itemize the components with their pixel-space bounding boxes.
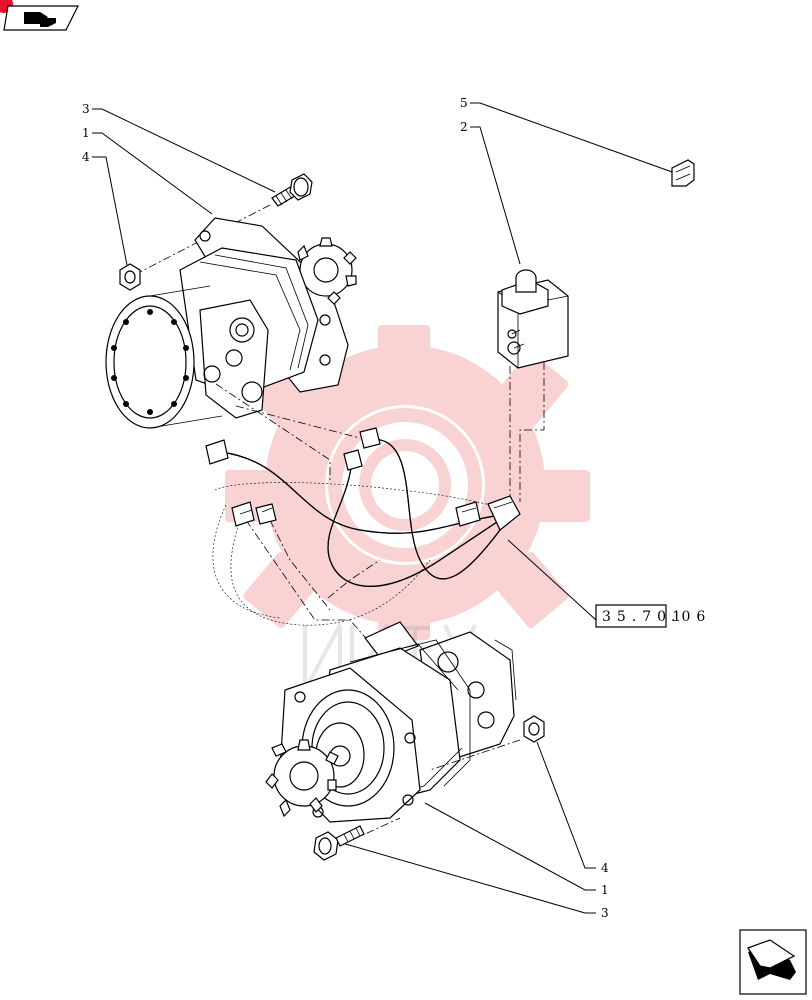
- header-manual-icon-button[interactable]: [0, 0, 79, 31]
- reference-link[interactable]: 35.701 .06: [595, 604, 711, 628]
- next-page-button[interactable]: [739, 929, 807, 995]
- callout-1-bottom: 1: [601, 883, 609, 897]
- motor-top: [105, 217, 357, 429]
- sprocket-bottom: [265, 739, 339, 818]
- callout-4-top: 4: [82, 150, 90, 164]
- reference-suffix-text: .06: [671, 609, 711, 625]
- sprocket-top: [291, 237, 357, 305]
- callout-1-top: 1: [82, 126, 90, 140]
- callout-2-valve: 2: [460, 120, 468, 134]
- nut-top: [119, 263, 141, 291]
- watermark: [225, 325, 590, 640]
- callout-5-valve-bracket: 5: [460, 96, 468, 110]
- reference-box: [595, 604, 667, 628]
- valve-bracket: [671, 159, 695, 187]
- next-page-arrow-icon: [747, 939, 796, 980]
- bolt-axis-bottom: [351, 817, 401, 841]
- nut-bottom: [523, 715, 545, 743]
- motor-bottom: [265, 621, 517, 823]
- hose-assembly: [205, 427, 521, 626]
- callout-3-bottom: 3: [601, 906, 609, 920]
- callout-4-bottom: 4: [601, 861, 609, 875]
- solenoid-valve: [497, 269, 569, 369]
- leader-lines: [92, 102, 673, 914]
- callout-3-top: 3: [82, 102, 90, 116]
- bolt-bottom: [313, 825, 365, 861]
- watermark-gear-icon: [225, 325, 590, 640]
- reference-box-text: 35.701: [602, 609, 687, 625]
- book-icon: [24, 12, 56, 27]
- bolt-top: [271, 173, 313, 207]
